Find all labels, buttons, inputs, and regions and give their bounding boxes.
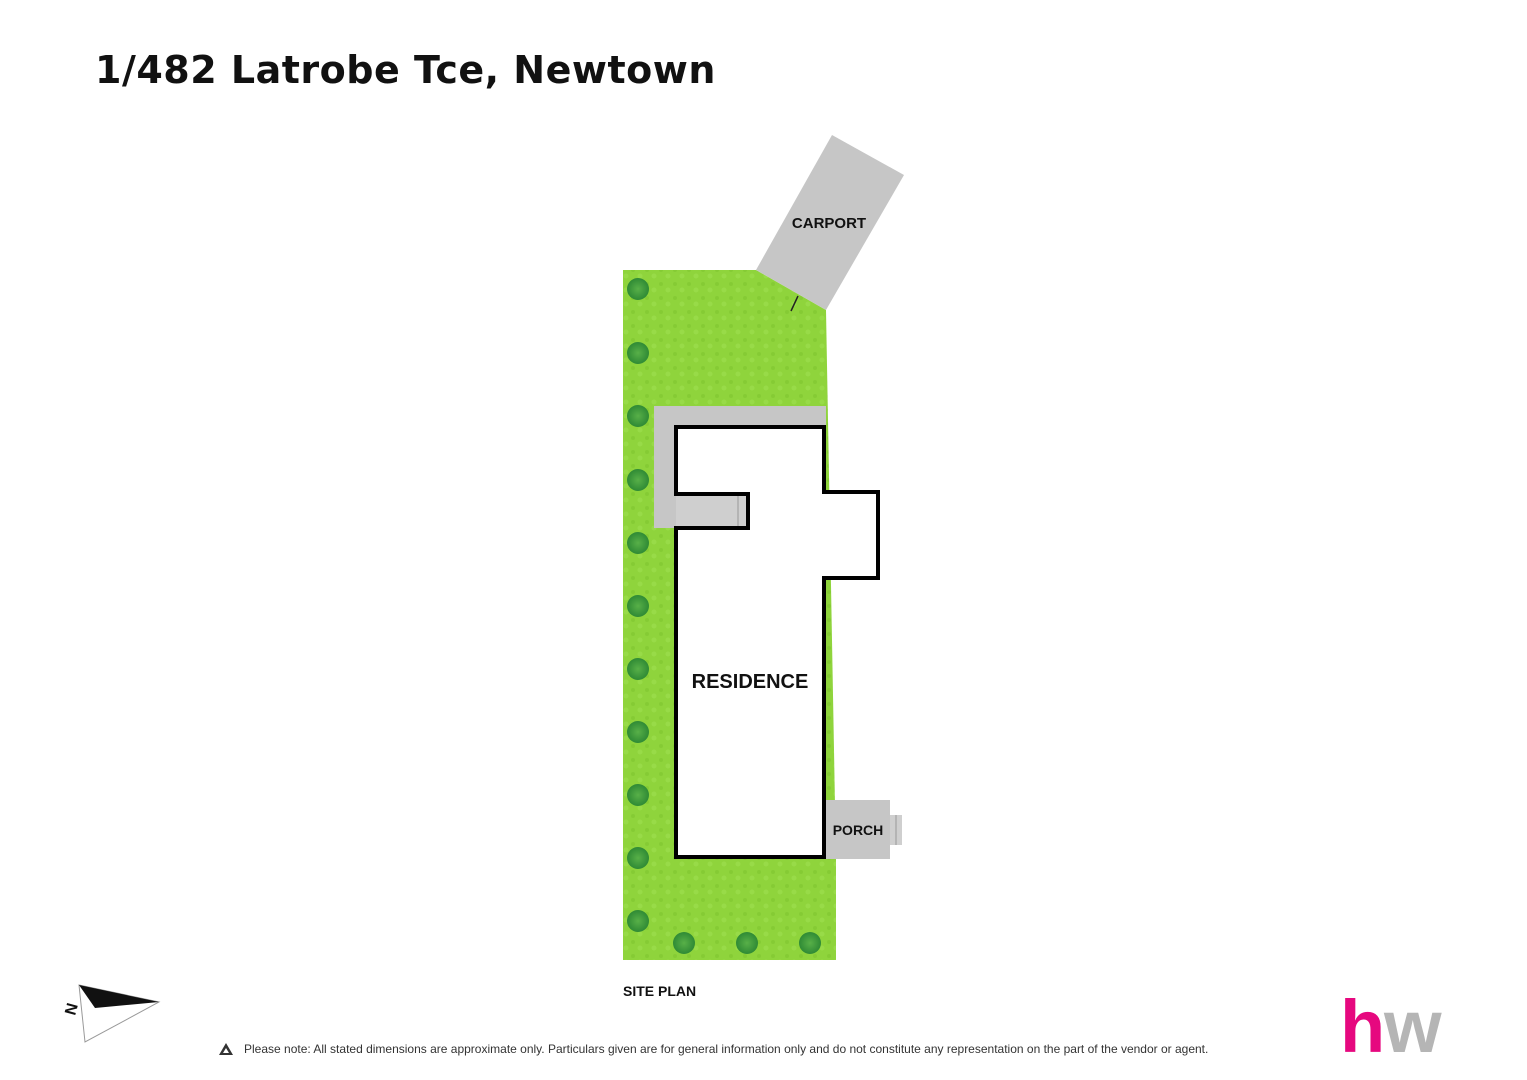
tree <box>799 932 821 954</box>
tree <box>627 658 649 680</box>
tree <box>627 595 649 617</box>
tree <box>627 847 649 869</box>
disclaimer-text: Please note: All stated dimensions are a… <box>244 1042 1209 1056</box>
north-compass-icon: N <box>62 984 161 1043</box>
carport-slab <box>756 135 904 310</box>
tree <box>627 278 649 300</box>
brand-triangle-icon <box>219 1043 233 1055</box>
carport-label: CARPORT <box>792 215 866 232</box>
tree <box>627 910 649 932</box>
page-title: 1/482 Latrobe Tce, Newtown <box>95 48 716 92</box>
tree <box>627 721 649 743</box>
carport-door-mark <box>790 295 799 312</box>
tree <box>736 932 758 954</box>
tree <box>627 405 649 427</box>
path-top <box>654 406 826 426</box>
tree <box>627 532 649 554</box>
tree <box>627 784 649 806</box>
logo-letter-w: w <box>1383 992 1442 1062</box>
disclaimer: Please note: All stated dimensions are a… <box>218 1042 1208 1056</box>
compass-north-letter: N <box>62 1001 81 1017</box>
tree <box>627 469 649 491</box>
residence-label: RESIDENCE <box>692 671 809 693</box>
brand-logo: h w <box>1340 992 1442 1062</box>
tree <box>673 932 695 954</box>
porch-slab <box>826 800 890 859</box>
site-plan-label: SITE PLAN <box>623 983 697 999</box>
tree <box>627 342 649 364</box>
path-side <box>654 406 676 528</box>
logo-letter-h: h <box>1340 992 1385 1062</box>
porch-label: PORCH <box>833 822 884 838</box>
residence-outline <box>674 425 880 859</box>
tree-row <box>627 278 821 954</box>
step-west <box>676 494 748 528</box>
